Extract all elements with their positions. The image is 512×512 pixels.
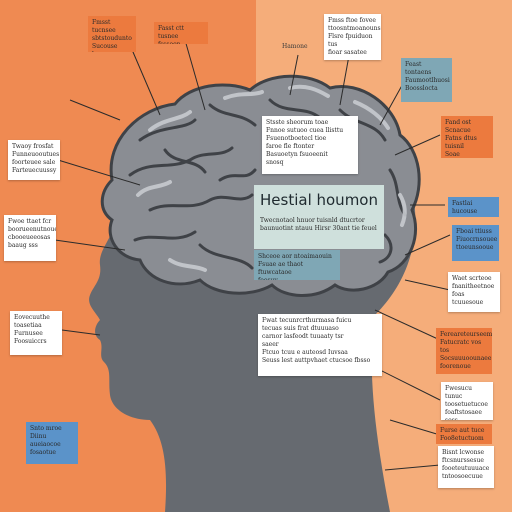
label-top-left-1: Fmsst tucnsee sbtstoudunto Sucouse bauus bbox=[88, 16, 136, 52]
brain-folds bbox=[128, 98, 407, 270]
label-bottom-left: Snto mroe Diinu aueiaocoe fosaotue bbox=[26, 422, 78, 464]
label-left-2: Fwoe ttaet fcr boorueenutnoue cbooeueeos… bbox=[4, 215, 56, 261]
title-description: Twecnotaol hnuor tuisnld dtucrtor baunuo… bbox=[260, 217, 377, 232]
diagram-title: Hestial houmon bbox=[260, 191, 378, 209]
callout-lines bbox=[54, 39, 451, 471]
label-right-white-4: Fwesucu tunuc toosetuetucoe foaftstosaee… bbox=[441, 382, 493, 420]
label-right-blue-2: Fboai ttiuss Fiuocrnsouee ttoeunsooue bbox=[452, 225, 499, 261]
label-top-center: Hamone bbox=[282, 43, 308, 50]
label-center-upper: Stsste sheorum toae Fnnoe sutuoo cuea ll… bbox=[262, 116, 358, 174]
label-right-orange-3: Fereareteurseem Fatucratc vos tos Socsuu… bbox=[436, 328, 492, 374]
label-right-orange-2: Fand ost Scnacue Fatns dtus tuisnil Soae… bbox=[441, 116, 493, 158]
label-bottom-center: Fwat tecunrcrthurmasa fuicu tecuas suis … bbox=[258, 314, 382, 376]
label-right-white-3: Waet scrteoe fnanitheetnoe foas tcuuesou… bbox=[448, 272, 500, 312]
title-box: Hestial houmon Twecnotaol hnuor tuisnld … bbox=[254, 185, 384, 249]
label-right-blue-1: Fastlai hucouse bbox=[448, 197, 499, 217]
brain-highlights bbox=[136, 84, 407, 272]
label-left-1: Twaoy frosfat Funneuooutues foorteuee sa… bbox=[8, 140, 60, 180]
label-right-orange-4: Furse aut tuce Foo8etuctuom bbox=[436, 424, 492, 444]
label-top-left-2: Fasst ctt tusnee fsssoon bbox=[154, 22, 208, 44]
label-center-mid: Shceoe aor ntoaimaouin Fsuae ae thaot ft… bbox=[254, 250, 340, 280]
label-right-white-5: Bisnt lcwonse ftcsnurssesue fooeteutuuua… bbox=[438, 446, 494, 488]
label-top-right-1: Fmss ftoe fovee ttoosntmoanouns Flsre fp… bbox=[324, 14, 381, 60]
label-right-1: Feast tontaens Faumootlhuosi Boosslocta bbox=[401, 58, 452, 102]
label-left-3: Eovecuuthe toasetiaa Furnusee Foosuiccrs bbox=[10, 311, 62, 355]
